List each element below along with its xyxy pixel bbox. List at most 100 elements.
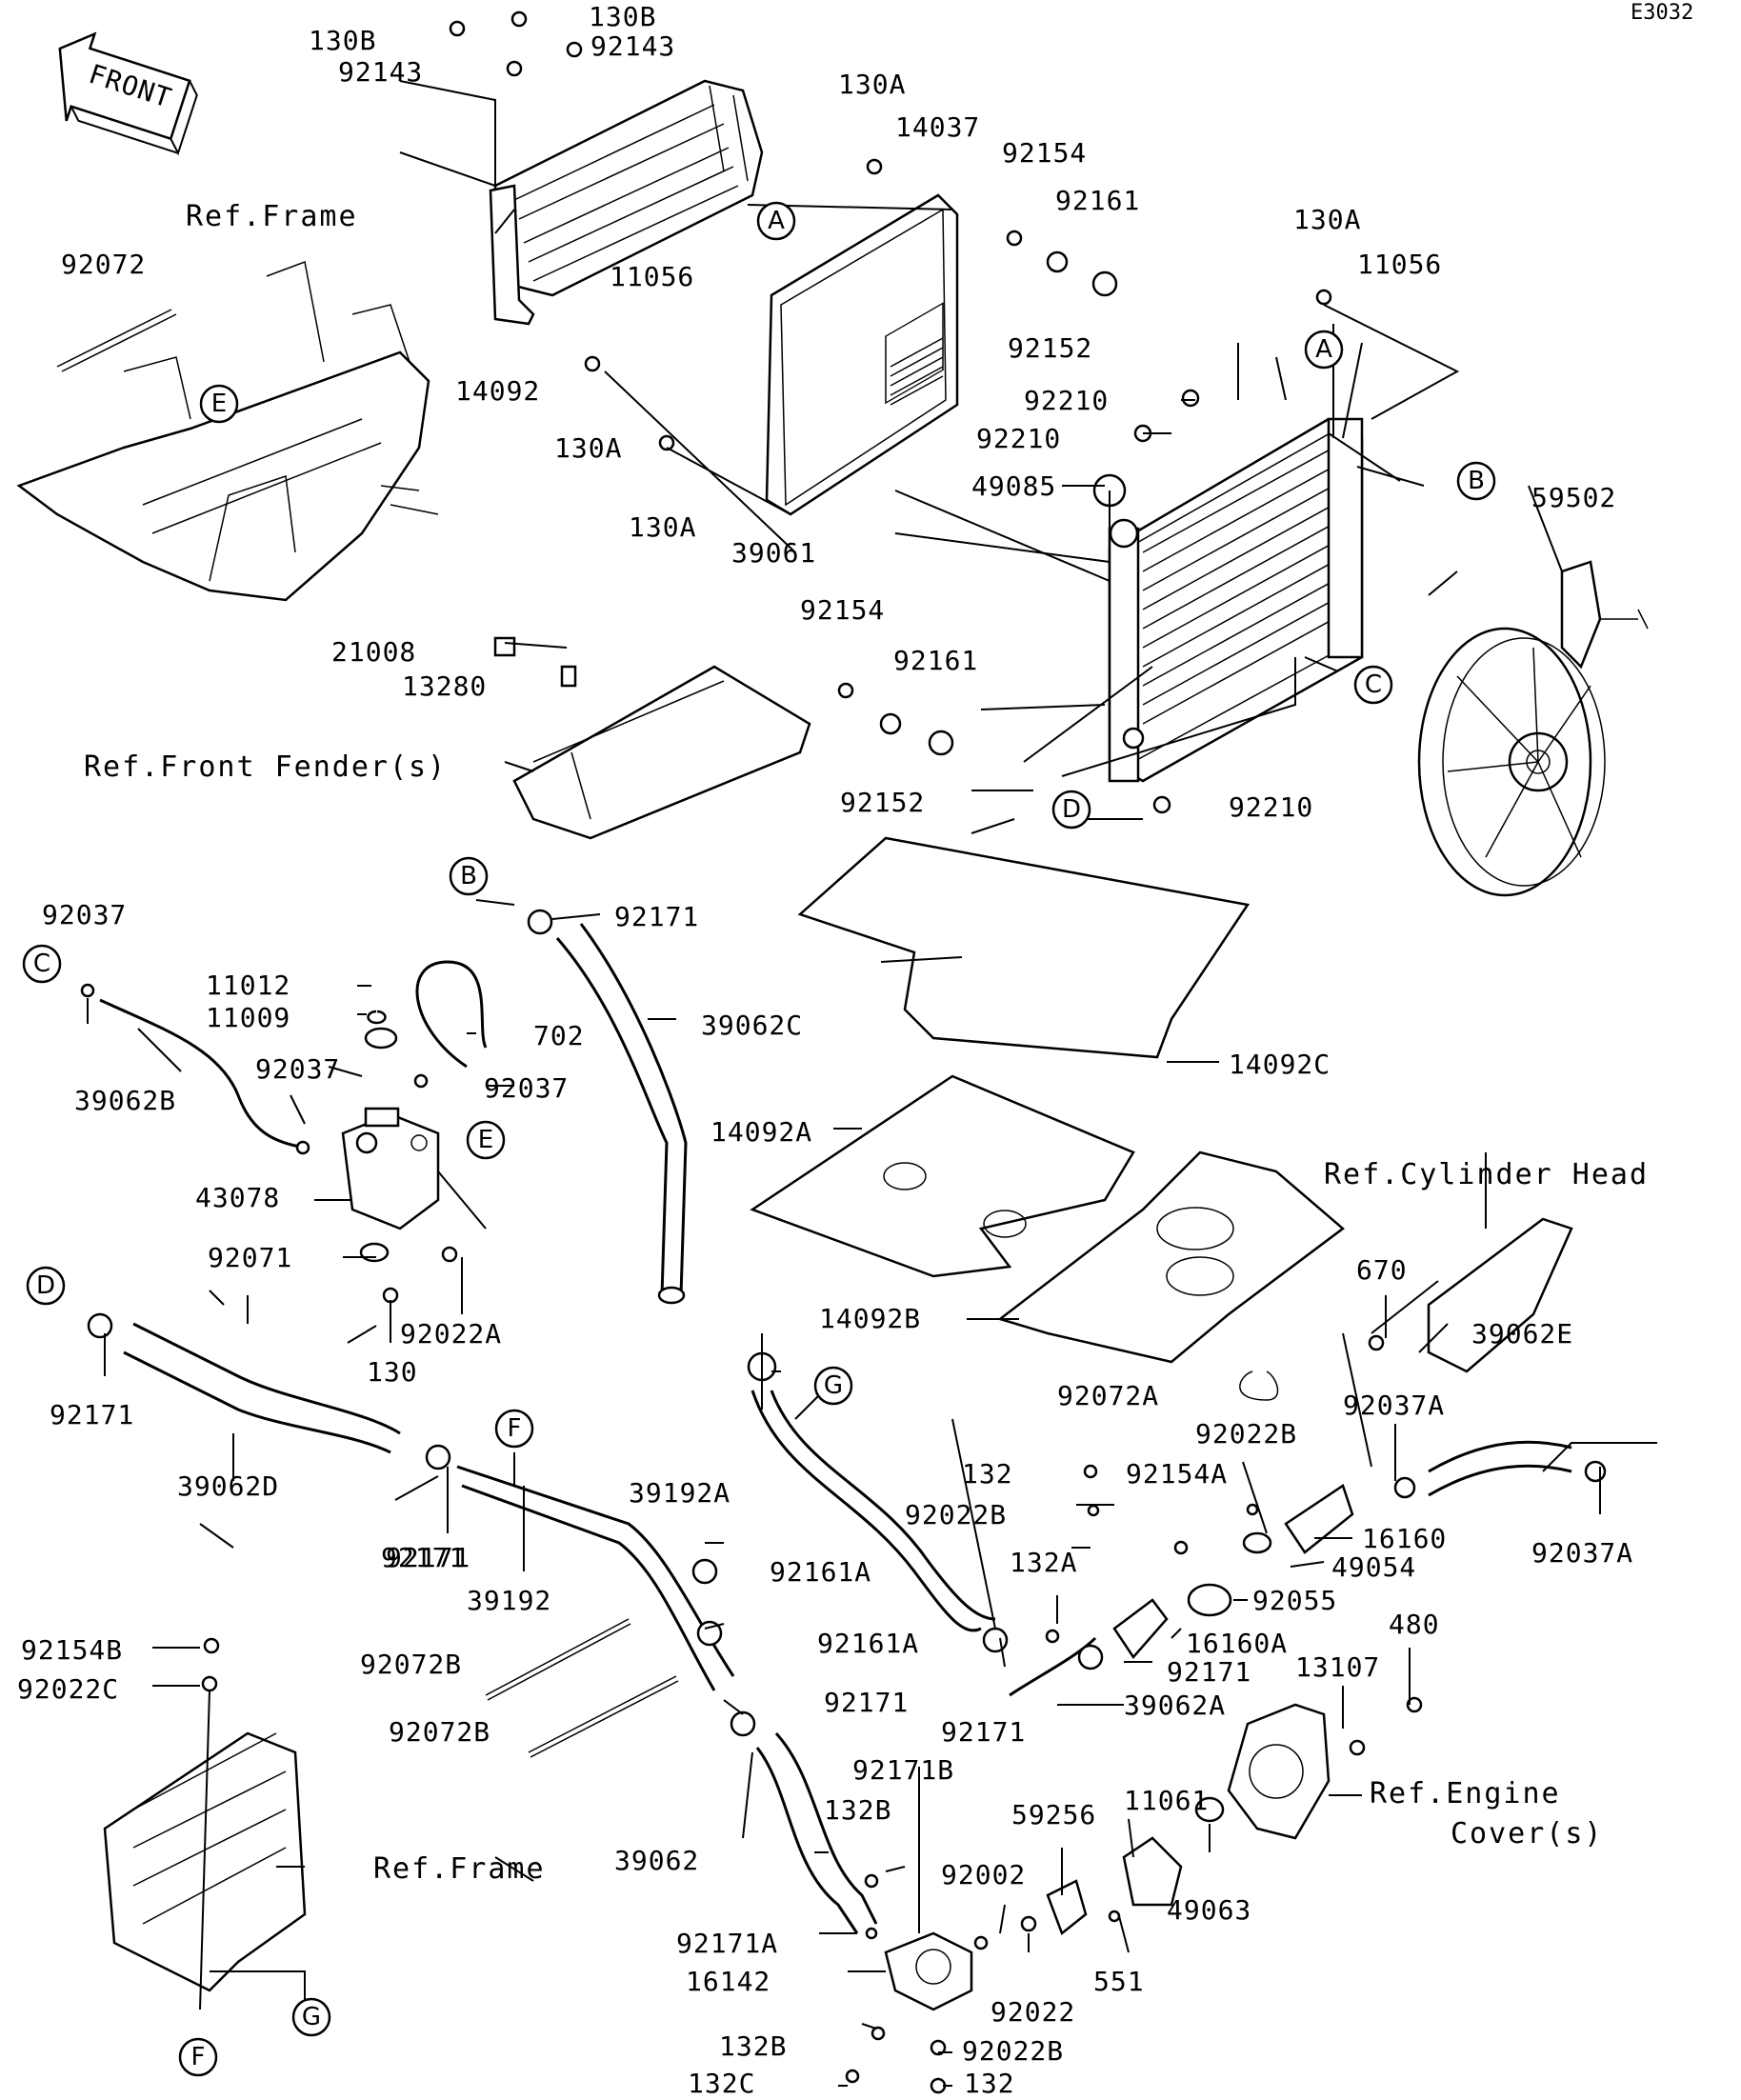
callout-A2: A: [1304, 330, 1344, 370]
part-label: 670: [1356, 1254, 1408, 1286]
part-label: 92171: [386, 1542, 470, 1573]
ref-cylinder-head: Ref.Cylinder Head: [1324, 1158, 1649, 1191]
part-label: 130B: [589, 1, 656, 32]
hose-39062C: [555, 937, 669, 1296]
svg-text:B: B: [1468, 467, 1485, 495]
part-label: 702: [533, 1020, 585, 1051]
fan-assembly-59502: [1417, 560, 1649, 897]
part-label: 92143: [590, 30, 675, 62]
part-label: 92072B: [389, 1716, 490, 1748]
part-label: 92037: [255, 1053, 340, 1085]
callout-C1: C: [1353, 665, 1393, 705]
ref-engine-cover-line2: Cover(s): [1451, 1817, 1604, 1850]
svg-text:G: G: [302, 2003, 321, 2031]
thermostat-housing-16160: [1284, 1484, 1354, 1554]
part-label: 16142: [686, 1966, 770, 1997]
frame-top-left: [16, 260, 439, 602]
part-label: 92171: [50, 1399, 134, 1430]
tie-92072B-1: [485, 1618, 631, 1701]
part-label: 92071: [208, 1242, 292, 1273]
callout-G1: G: [813, 1366, 853, 1406]
callout-A1: A: [756, 201, 796, 241]
callout-B2: B: [449, 856, 489, 896]
part-label: 130A: [1293, 204, 1361, 235]
washer-11009: [367, 1010, 387, 1025]
part-label: 14092C: [1229, 1049, 1331, 1080]
water-pump-16142: [884, 1931, 973, 2011]
part-label: 92037A: [1531, 1537, 1633, 1569]
grommet-92071: [359, 1242, 390, 1263]
part-label: 92022B: [962, 2035, 1064, 2067]
part-label: 92210: [1229, 791, 1313, 823]
part-label: 92143: [338, 56, 423, 88]
svg-text:F: F: [191, 2043, 206, 2071]
part-label: 39062C: [701, 1010, 803, 1041]
part-label: 59502: [1531, 482, 1616, 513]
part-label: 39062: [614, 1845, 699, 1876]
pipe-39192: [456, 1465, 735, 1677]
callout-F1: F: [494, 1409, 534, 1449]
part-label: 92171: [381, 1542, 466, 1573]
part-label: 21008: [331, 636, 416, 668]
part-label: 92037A: [1343, 1390, 1445, 1421]
callout-E1: E: [199, 384, 239, 424]
plate-14092C: [797, 836, 1251, 1059]
part-label: 130A: [838, 69, 906, 100]
callout-C2: C: [22, 944, 62, 984]
part-label: 11056: [610, 261, 694, 292]
hose-39062: [755, 1747, 859, 1934]
part-label: 11012: [206, 970, 290, 1001]
part-label: 132B: [719, 2030, 787, 2062]
part-label: 92171B: [852, 1754, 954, 1786]
cylinder-head-ref: [1427, 1217, 1573, 1373]
ref-frame-bottom: Ref.Frame: [373, 1852, 546, 1886]
part-label: 92072: [61, 249, 146, 280]
part-label: 130B: [309, 25, 376, 56]
part-label: 49063: [1167, 1894, 1251, 1926]
part-label: 130: [367, 1356, 418, 1388]
ref-engine-cover-line1: Ref.Engine: [1370, 1777, 1561, 1810]
part-label: 14092A: [710, 1116, 812, 1148]
part-label: 92022C: [17, 1673, 119, 1705]
svg-text:G: G: [824, 1371, 843, 1400]
seal-49063: [1194, 1796, 1225, 1823]
part-label: 16160: [1362, 1523, 1447, 1554]
hose-39062B: [99, 998, 306, 1150]
part-label: 49085: [971, 470, 1056, 502]
part-label: 92161: [1055, 185, 1140, 216]
part-label: 14092: [455, 375, 540, 407]
svg-text:B: B: [460, 862, 477, 890]
part-label: 39192A: [629, 1477, 730, 1509]
part-label: 132B: [824, 1794, 891, 1826]
callout-F2: F: [178, 2037, 218, 2077]
fasteners: [80, 10, 1423, 2094]
part-label: 39061: [731, 537, 816, 569]
plate-14092B: [997, 1150, 1345, 1364]
part-label: 92154A: [1126, 1458, 1228, 1490]
svg-text:C: C: [1365, 670, 1382, 699]
part-label: 92171: [1167, 1656, 1251, 1688]
part-label: 132: [962, 1458, 1013, 1490]
part-label: 92072A: [1057, 1380, 1159, 1411]
radiator-screen-14037: [765, 193, 959, 516]
part-label: 132C: [688, 2068, 755, 2099]
svg-text:A: A: [1315, 335, 1332, 364]
svg-text:E: E: [478, 1126, 493, 1154]
engine-cover-ref: [1227, 1703, 1331, 1840]
part-label: 14037: [895, 111, 980, 143]
part-label: 59256: [1011, 1799, 1096, 1830]
part-label: 39062A: [1124, 1690, 1226, 1721]
front-fender-piece: [493, 636, 811, 840]
callout-G2: G: [291, 1997, 331, 2037]
part-label: 92022A: [400, 1318, 502, 1350]
part-label: 130A: [554, 432, 622, 464]
part-label: 92072B: [360, 1649, 462, 1680]
thermostat-49054: [1242, 1531, 1272, 1554]
part-label: 92210: [976, 423, 1061, 454]
svg-text:E: E: [211, 390, 227, 418]
part-label: 92154: [800, 594, 885, 626]
part-label: 92152: [840, 787, 925, 818]
diagram-code: E3032: [1631, 1, 1693, 25]
part-label: 39192: [467, 1585, 551, 1616]
